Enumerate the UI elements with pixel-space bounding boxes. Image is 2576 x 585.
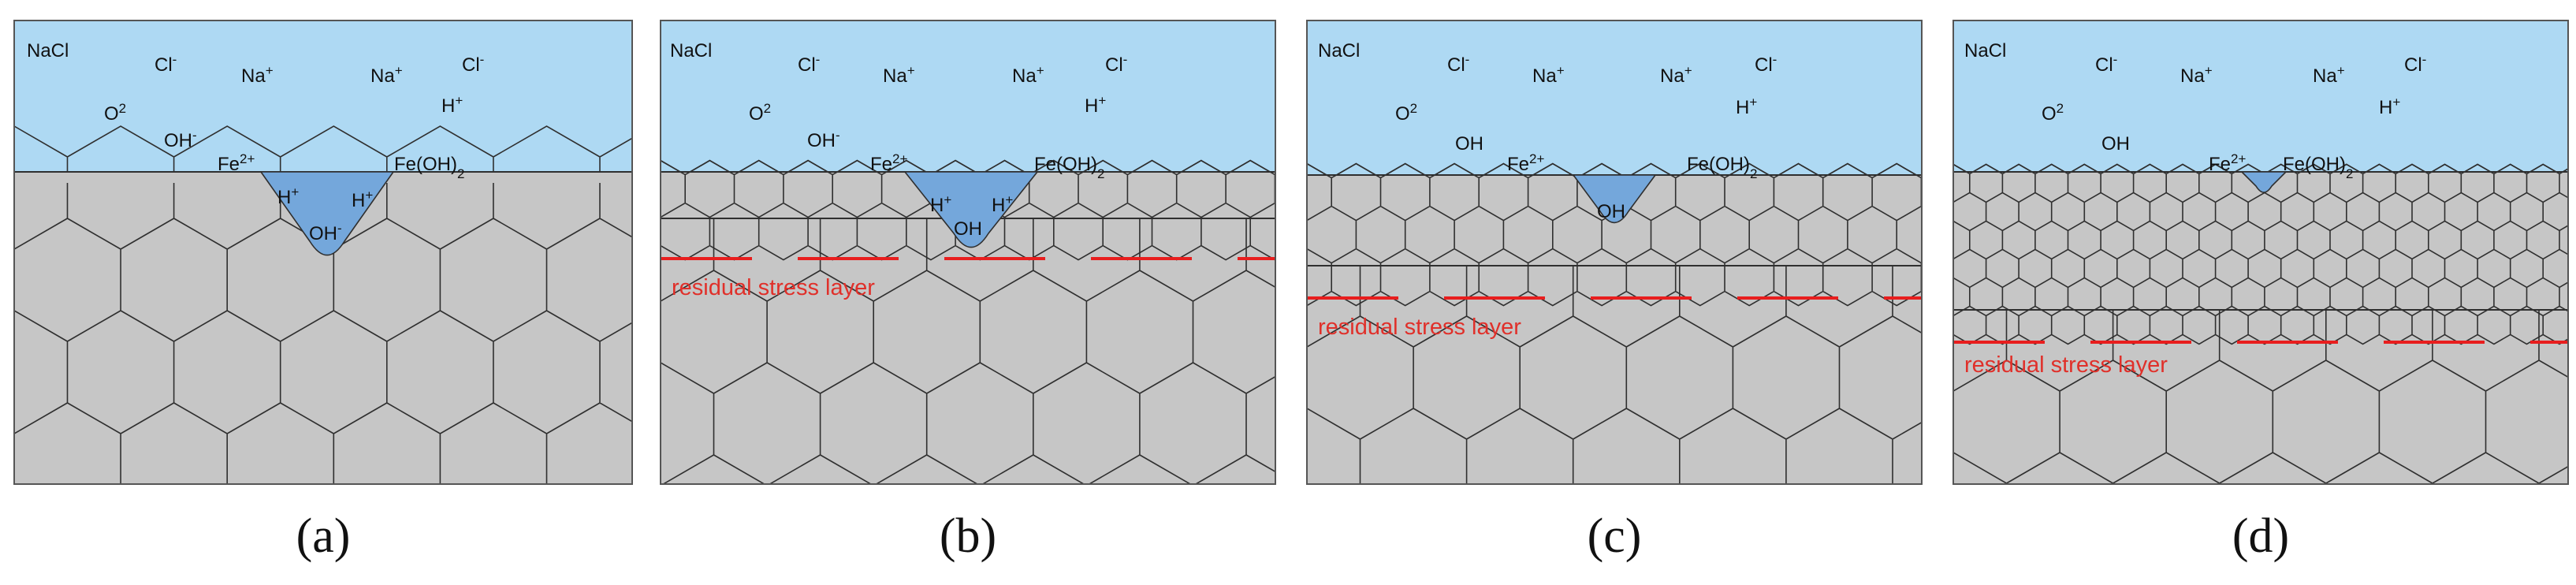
panel-caption: (b) xyxy=(940,509,996,563)
ion-label: OH- xyxy=(807,128,840,152)
ion-label: Cl- xyxy=(1105,52,1127,76)
panel-frame xyxy=(660,20,1276,485)
panel-a: NaClCl-Na+Na+Cl-H+O2OH-Fe2+Fe(OH)2H+H+OH… xyxy=(13,20,633,563)
nacl-solution xyxy=(661,20,1275,172)
grain-boundaries xyxy=(1953,267,2568,484)
ion-label: OH- xyxy=(309,221,342,245)
nacl-solution xyxy=(1307,20,1922,175)
grain-boundaries xyxy=(1307,162,1922,307)
grain-boundaries xyxy=(661,159,1275,261)
panel-c: NaClCl-Na+Na+Cl-H+O2OHFe2+Fe(OH)2OHresid… xyxy=(1306,20,1923,563)
ion-label: Fe2+ xyxy=(218,151,255,176)
panel-d: NaClCl-Na+Na+Cl-H+O2OHFe2+Fe(OH)2residua… xyxy=(1952,20,2569,563)
ion-label: Cl- xyxy=(2095,52,2117,76)
grain-boundaries xyxy=(1953,163,2568,345)
ion-labels: NaClCl-Na+Na+Cl-H+O2OH-Fe2+Fe(OH)2H+H+OH… xyxy=(27,40,484,244)
ion-label: OH xyxy=(1597,201,1625,222)
panel-caption: (c) xyxy=(1588,509,1642,563)
residual-stress-label: residual stress layer xyxy=(672,275,875,300)
ion-label: OH xyxy=(1455,133,1483,155)
ion-label: Na+ xyxy=(2313,63,2345,88)
grain-boundaries xyxy=(1307,223,1922,484)
nacl-solution xyxy=(14,20,632,172)
corrosion-pit xyxy=(259,171,395,256)
ion-label: H+ xyxy=(1736,95,1757,119)
ion-label: OH xyxy=(954,218,982,240)
grain-boundaries xyxy=(661,177,1275,484)
grain-structure xyxy=(1953,163,2568,484)
grain-boundaries xyxy=(14,125,632,484)
ion-label: NaCl xyxy=(27,40,69,61)
corrosion-pit xyxy=(1572,174,1657,224)
nacl-solution xyxy=(1953,20,2568,172)
corrosion-pit xyxy=(903,171,1039,248)
ion-label: NaCl xyxy=(670,40,712,61)
panel-frame xyxy=(13,20,633,485)
ion-label: NaCl xyxy=(1318,40,1360,61)
corrosion-pit xyxy=(2240,171,2288,193)
ion-label: OH- xyxy=(164,128,197,152)
panel-b: NaClCl-Na+Na+Cl-H+O2OH-Fe2+Fe(OH)2H+H+OH… xyxy=(660,20,1276,563)
panel-frame xyxy=(1952,20,2569,485)
panel-caption: (a) xyxy=(296,509,351,563)
panel-caption: (d) xyxy=(2232,509,2289,563)
ion-label: OH xyxy=(2101,133,2130,155)
residual-stress-label: residual stress layer xyxy=(1318,315,1521,340)
ion-label: NaCl xyxy=(1964,40,2006,61)
residual-stress-label: residual stress layer xyxy=(1964,352,2168,378)
panel-frame xyxy=(1306,20,1923,485)
